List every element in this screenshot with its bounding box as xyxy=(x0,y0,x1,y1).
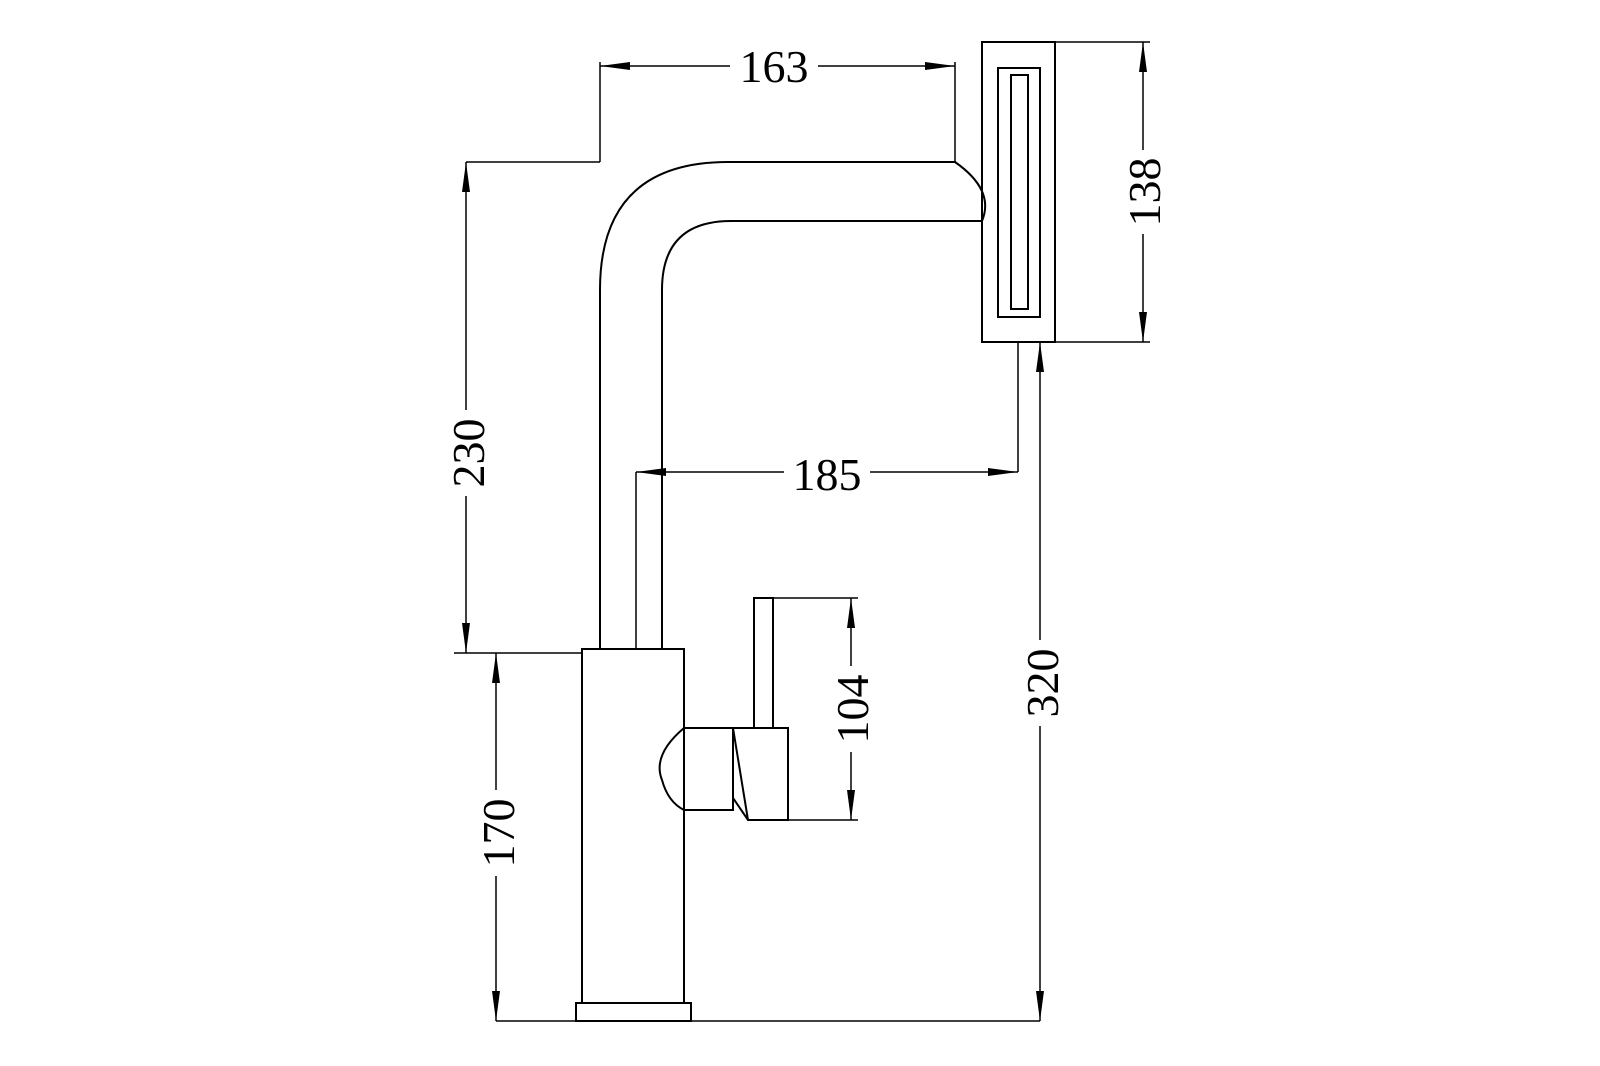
dim-label-170: 170 xyxy=(473,799,524,868)
dim-label-320: 320 xyxy=(1017,649,1068,718)
dim-label-138: 138 xyxy=(1119,158,1170,227)
dimension-lines: 163 138 230 xyxy=(443,41,1170,1022)
dim-label-185: 185 xyxy=(793,449,862,500)
faucet-base xyxy=(575,1002,692,1022)
spray-head-slot-inner xyxy=(1010,74,1029,310)
spout-tube xyxy=(599,161,955,649)
dim-spout-head-height: 138 xyxy=(1055,41,1170,343)
handle-joint xyxy=(658,727,734,811)
dim-spout-reach-inner: 185 xyxy=(635,342,1019,649)
handle-lever-crease xyxy=(732,727,749,821)
handle-lever xyxy=(732,727,789,821)
dim-total-height: 320 xyxy=(691,342,1068,1022)
dim-label-163: 163 xyxy=(740,41,809,92)
dim-spout-reach-top: 163 xyxy=(599,41,956,162)
faucet-outline xyxy=(575,41,1056,1022)
spray-head xyxy=(981,41,1056,343)
dim-label-104: 104 xyxy=(827,675,878,744)
spout-end-cap xyxy=(954,161,987,222)
spray-head-slot-outer xyxy=(997,67,1041,318)
spray-head-body xyxy=(981,41,1056,343)
dim-handle-height: 104 xyxy=(773,597,878,821)
dim-label-230: 230 xyxy=(443,419,494,488)
faucet-body xyxy=(581,648,685,1004)
handle-lever-stem xyxy=(753,597,774,728)
spout-tube-inner xyxy=(661,220,955,649)
dim-body-height: 170 xyxy=(473,653,576,1022)
dim-spout-height: 230 xyxy=(443,161,600,654)
